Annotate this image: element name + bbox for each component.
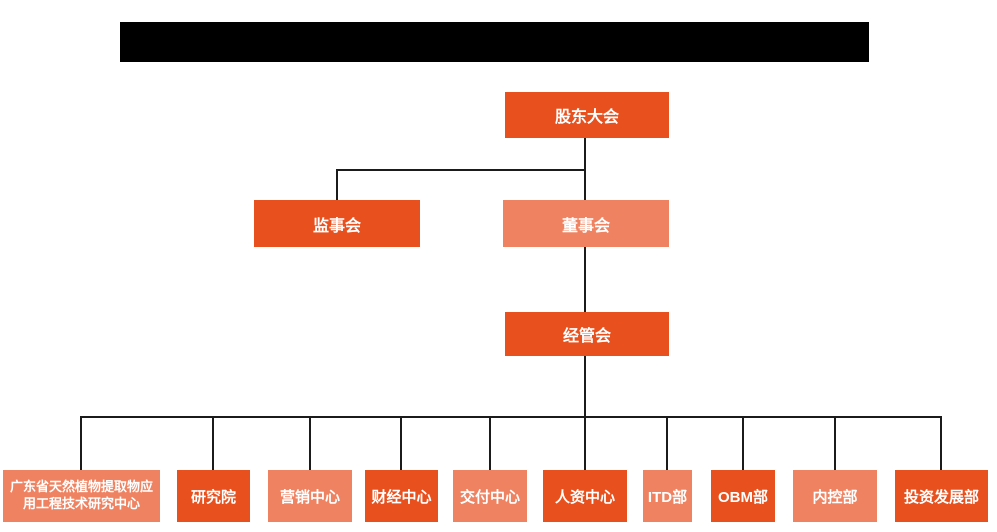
connector-drop-obm-dept — [742, 416, 744, 470]
connector-directors-drop — [584, 169, 586, 200]
connector-directors-to-management — [584, 247, 586, 312]
node-dept-itd: ITD部 — [643, 470, 692, 522]
node-dept-research-institute: 研究院 — [177, 470, 250, 522]
node-dept-hr-center: 人资中心 — [543, 470, 627, 522]
connector-drop-hr-center — [584, 416, 586, 470]
connector-drop-investment-development-dept — [940, 416, 942, 470]
node-shareholders-meeting: 股东大会 — [505, 92, 669, 138]
node-dept-research-center: 广东省天然植物提取物应用工程技术研究中心 — [3, 470, 160, 522]
node-dept-finance-center: 财经中心 — [365, 470, 438, 522]
node-dept-investment-development: 投资发展部 — [895, 470, 988, 522]
connector-drop-delivery-center — [489, 416, 491, 470]
connector-drop-finance-center — [400, 416, 402, 470]
node-dept-marketing-center: 营销中心 — [268, 470, 352, 522]
connector-supervisory-drop — [336, 169, 338, 200]
node-dept-delivery-center: 交付中心 — [453, 470, 527, 522]
connector-management-down — [584, 356, 586, 417]
connector-drop-research-institute — [212, 416, 214, 470]
connector-root-down — [584, 138, 586, 171]
connector-drop-itd-dept — [666, 416, 668, 470]
node-dept-internal-control: 内控部 — [793, 470, 877, 522]
connector-drop-internal-control-dept — [834, 416, 836, 470]
connector-drop-marketing-center — [309, 416, 311, 470]
node-dept-obm: OBM部 — [711, 470, 775, 522]
node-board-of-directors: 董事会 — [503, 200, 669, 247]
connector-drop-research-center — [80, 416, 82, 470]
connector-level2-horizontal — [336, 169, 586, 171]
node-management-committee: 经管会 — [505, 312, 669, 356]
node-supervisory-board: 监事会 — [254, 200, 420, 247]
connector-departments-horizontal — [80, 416, 942, 418]
redacted-title-bar — [120, 22, 869, 62]
